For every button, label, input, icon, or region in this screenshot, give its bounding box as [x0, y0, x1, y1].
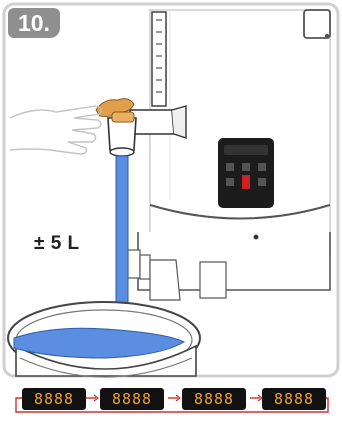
step-number-badge: 10.	[8, 8, 60, 38]
control-panel-icon	[218, 138, 274, 208]
display-4: 8888	[262, 388, 326, 410]
display-1: 8888	[22, 388, 86, 410]
display-3: 8888	[182, 388, 246, 410]
volume-label: ± 5 L	[34, 233, 80, 255]
display-2: 8888	[100, 388, 164, 410]
display-sequence: 8888 8888 8888 8888	[0, 388, 342, 424]
bucket-illustration	[8, 302, 200, 377]
